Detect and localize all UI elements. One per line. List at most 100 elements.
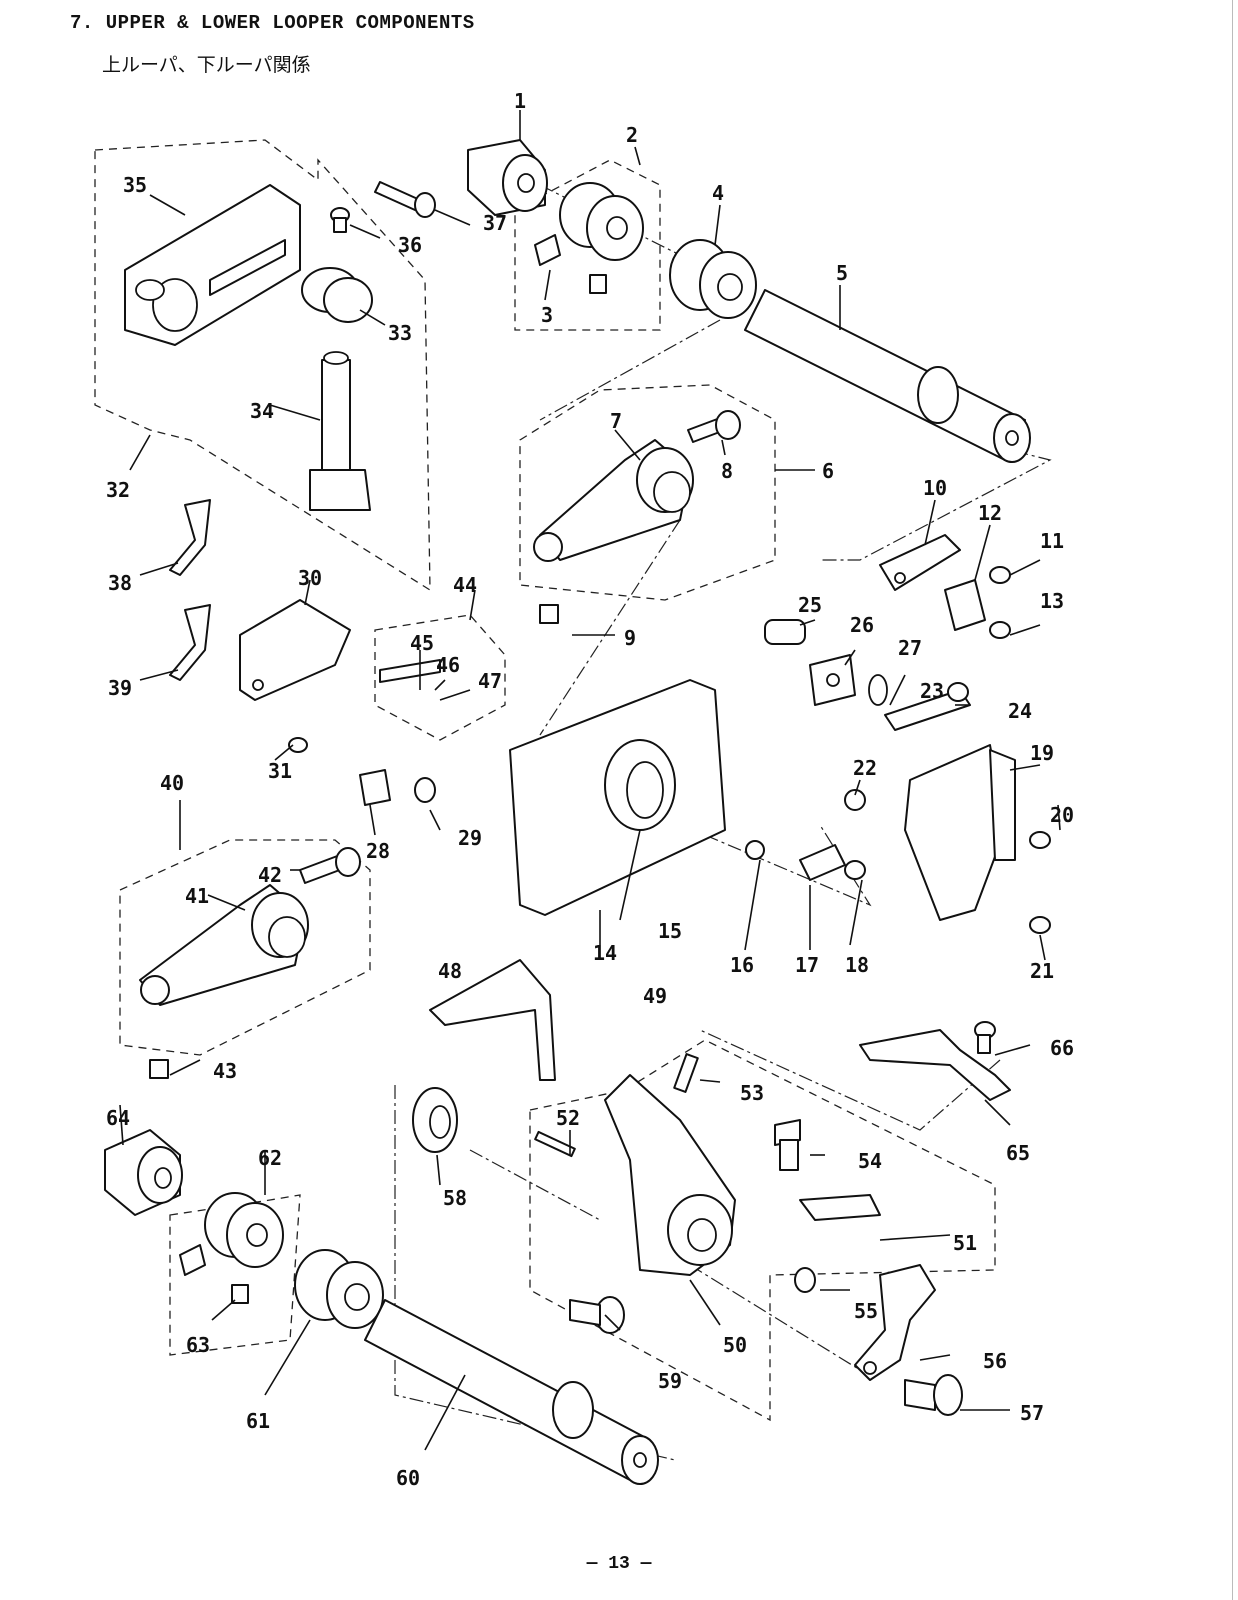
callout-45: 45: [410, 631, 434, 655]
part-33-collar: [301, 267, 373, 323]
callout-12: 12: [978, 501, 1002, 525]
callout-53: 53: [740, 1081, 764, 1105]
callout-59: 59: [658, 1369, 682, 1393]
callout-30: 30: [298, 566, 322, 590]
callout-57: 57: [1020, 1401, 1044, 1425]
callout-58: 58: [443, 1186, 467, 1210]
part-52-53-pins: [534, 1053, 699, 1158]
callout-2: 2: [626, 123, 638, 147]
callout-52: 52: [556, 1106, 580, 1130]
callout-64: 64: [106, 1106, 130, 1130]
callout-50: 50: [723, 1333, 747, 1357]
callout-11: 11: [1040, 529, 1064, 553]
callout-27: 27: [898, 636, 922, 660]
callout-32: 32: [106, 478, 130, 502]
callout-3: 3: [541, 303, 553, 327]
callout-17: 17: [795, 953, 819, 977]
part-8-screw: [687, 410, 741, 443]
callout-31: 31: [268, 759, 292, 783]
part-10-plate: [879, 534, 961, 591]
callout-40: 40: [160, 771, 184, 795]
part-58-bearing: [412, 1087, 458, 1153]
part-7-connecting-rod: [533, 439, 694, 624]
part-1-bushing: [467, 139, 548, 216]
callout-19: 19: [1030, 741, 1054, 765]
part-51-plate: [799, 1194, 881, 1221]
part-48-looper: [429, 959, 556, 1081]
callout-61: 61: [246, 1409, 270, 1433]
callout-22: 22: [853, 756, 877, 780]
callout-41: 41: [185, 884, 209, 908]
part-27-ring: [868, 674, 888, 706]
part-55-59-screws: [569, 1267, 816, 1334]
part-2-collar: [534, 182, 644, 294]
callout-51: 51: [953, 1231, 977, 1255]
part-56-guide: [854, 1264, 936, 1381]
callout-5: 5: [836, 261, 848, 285]
page-subtitle: 上ルーパ、下ルーパ関係: [102, 54, 311, 76]
callout-36: 36: [398, 233, 422, 257]
misc-small-parts: [288, 682, 1051, 934]
callout-29: 29: [458, 826, 482, 850]
part-30-plate: [239, 599, 351, 701]
callout-34: 34: [250, 399, 274, 423]
page-number: — 13 —: [586, 1554, 652, 1574]
callout-38: 38: [108, 571, 132, 595]
callout-49: 49: [643, 984, 667, 1008]
leader-lines: [119, 110, 1061, 1451]
callout-25: 25: [798, 593, 822, 617]
part-38-39-hooks: [169, 499, 211, 681]
callout-15: 15: [658, 919, 682, 943]
callout-62: 62: [258, 1146, 282, 1170]
part-66-screw: [974, 1021, 996, 1054]
callout-39: 39: [108, 676, 132, 700]
part-34-shaft: [309, 351, 371, 511]
callout-37: 37: [483, 211, 507, 235]
callout-21: 21: [1030, 959, 1054, 983]
part-44-thread-guide: [379, 659, 441, 683]
page-title: 7. UPPER & LOWER LOOPER COMPONENTS: [70, 12, 475, 34]
part-25-pin: [764, 619, 806, 645]
callout-55: 55: [854, 1299, 878, 1323]
callout-35: 35: [123, 173, 147, 197]
part-37-screw: [374, 181, 436, 218]
callout-6: 6: [822, 459, 834, 483]
callout-16: 16: [730, 953, 754, 977]
callout-60: 60: [396, 1466, 420, 1490]
callout-42: 42: [258, 863, 282, 887]
callout-18: 18: [845, 953, 869, 977]
part-62-collar: [179, 1192, 284, 1304]
part-57-screw: [904, 1374, 963, 1416]
callout-44: 44: [453, 573, 477, 597]
callout-48: 48: [438, 959, 462, 983]
part-61-eccentric: [294, 1249, 384, 1329]
callout-33: 33: [388, 321, 412, 345]
callout-20: 20: [1050, 803, 1074, 827]
callout-13: 13: [1040, 589, 1064, 613]
part-14-base-plate: [509, 679, 726, 916]
callout-66: 66: [1050, 1036, 1074, 1060]
callout-10: 10: [923, 476, 947, 500]
callout-63: 63: [186, 1333, 210, 1357]
part-28-29-clamp: [359, 769, 436, 806]
part-60-shaft: [364, 1299, 659, 1485]
callout-24: 24: [1008, 699, 1032, 723]
part-36-screw: [330, 207, 350, 233]
callout-54: 54: [858, 1149, 882, 1173]
callout-8: 8: [721, 459, 733, 483]
part-12-guide: [944, 579, 986, 631]
part-64-bushing: [104, 1129, 183, 1216]
callout-14: 14: [593, 941, 617, 965]
part-19-bracket: [904, 744, 1016, 921]
part-41-connecting-rod: [139, 884, 309, 1079]
callout-43: 43: [213, 1059, 237, 1083]
part-35-upper-looper-holder: [124, 184, 301, 346]
part-26-pad: [809, 654, 856, 706]
callout-4: 4: [712, 181, 724, 205]
callout-9: 9: [624, 626, 636, 650]
part-42-screw: [299, 847, 361, 884]
callout-47: 47: [478, 669, 502, 693]
part-4-eccentric: [669, 239, 757, 319]
callout-65: 65: [1006, 1141, 1030, 1165]
